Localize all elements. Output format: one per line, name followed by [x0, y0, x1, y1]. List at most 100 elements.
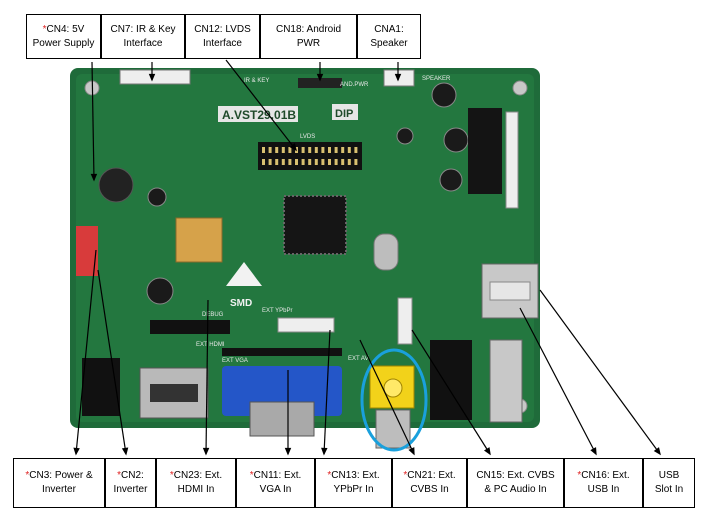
capacitor	[147, 187, 167, 207]
cvbs-header	[397, 297, 413, 345]
lvds-pin	[308, 159, 312, 165]
lvds-pin	[354, 159, 358, 165]
required-star: *	[42, 23, 47, 35]
label-cn11: *CN11: Ext. VGA In	[236, 458, 315, 508]
usb-port-lower	[489, 339, 523, 423]
pointer-line	[539, 289, 661, 455]
lvds-pin	[347, 159, 351, 165]
lvds-pin	[354, 147, 358, 153]
lvds-pin	[301, 159, 305, 165]
silk-ir-key: IR & KEY	[244, 78, 269, 84]
lvds-pin	[262, 159, 265, 165]
lvds-pin	[328, 147, 331, 153]
capacitor	[98, 167, 134, 203]
inductor-block	[175, 217, 223, 263]
vga-shell	[249, 401, 315, 437]
lvds-pin	[347, 147, 351, 153]
arrowhead	[73, 447, 80, 456]
lvds-pin	[328, 159, 331, 165]
label-cn13: *CN13: Ext. YPbPr In	[315, 458, 392, 508]
model-label: A.VST29.01B	[222, 108, 296, 122]
silk-ext-vga: EXT VGA	[222, 358, 248, 364]
lvds-pin	[281, 159, 285, 165]
label-cn3: *CN3: Power & Inverter	[13, 458, 105, 508]
silk-andpwr: AND.PWR	[340, 82, 369, 88]
usb-socket	[489, 281, 531, 301]
ir-key-connector	[119, 69, 191, 85]
lvds-pin	[275, 159, 279, 165]
pointer-line	[75, 249, 97, 455]
pointer-line	[205, 299, 209, 455]
label-cn15: CN15: Ext. CVBS & PC Audio In	[467, 458, 564, 508]
lvds-pin	[341, 159, 345, 165]
regulator-ic	[468, 108, 502, 194]
label-cn2: *CN2: Inverter	[105, 458, 156, 508]
arrowhead	[316, 73, 324, 82]
lvds-header	[258, 142, 362, 170]
pointer-lines	[73, 59, 661, 456]
pointer-line	[411, 329, 491, 455]
pointer-line	[359, 339, 415, 455]
lvds-pin	[268, 159, 272, 165]
lvds-pin	[275, 147, 279, 153]
lvds-pin	[268, 147, 272, 153]
audio-jack	[430, 340, 472, 420]
label-cn12: CN12: LVDS Interface	[185, 14, 260, 59]
lvds-pin	[281, 147, 285, 153]
lvds-pin	[288, 159, 292, 165]
silk-speaker: SPEAKER	[422, 76, 451, 82]
main-chip	[283, 195, 347, 255]
smd-arrow	[226, 262, 262, 286]
pin-row	[222, 348, 342, 356]
arrowhead	[202, 447, 210, 456]
ypbpr-header	[277, 317, 335, 333]
pointer-line	[519, 307, 597, 455]
arrowhead	[90, 173, 98, 182]
lvds-pin	[341, 147, 345, 153]
rca-body	[375, 409, 411, 449]
lvds-pin	[314, 159, 318, 165]
lvds-pin	[314, 147, 318, 153]
capacitor	[439, 168, 463, 192]
arrowhead	[321, 447, 328, 456]
dc-jack	[82, 358, 120, 416]
andpwr-connector	[298, 78, 342, 88]
side-header	[505, 111, 519, 209]
label-cna1: CNA1: Speaker	[357, 14, 421, 59]
arrowhead	[590, 447, 597, 456]
arrowhead	[483, 447, 491, 456]
lvds-pin	[321, 159, 325, 165]
lvds-pin	[262, 147, 265, 153]
lvds-pin	[308, 147, 312, 153]
lvds-pin	[334, 147, 338, 153]
arrowhead	[148, 73, 156, 82]
silk-debug: DEBUG	[202, 312, 224, 318]
arrowhead	[408, 447, 415, 456]
label-cn16: *CN16: Ext. USB In	[564, 458, 643, 508]
hdmi-socket	[150, 384, 198, 402]
arrowhead	[394, 73, 402, 82]
lvds-pin	[288, 147, 292, 153]
model-label-bg	[218, 106, 298, 122]
capacitor	[431, 82, 457, 108]
arrowhead	[653, 447, 661, 456]
capacitor	[396, 127, 414, 145]
capacitor	[443, 127, 469, 153]
power-connector	[76, 226, 98, 276]
crystal	[373, 233, 399, 271]
silk-ext-av: EXT AV	[348, 356, 368, 362]
label-cn23: *CN23: Ext. HDMI In	[156, 458, 236, 508]
pointer-line	[323, 329, 331, 455]
smd-label: SMD	[230, 298, 252, 309]
highlight-ring	[360, 348, 428, 452]
pointer-line	[225, 59, 297, 151]
lvds-pin	[334, 159, 338, 165]
capacitor	[146, 277, 174, 305]
lvds-pin	[295, 159, 298, 165]
arrowhead	[289, 143, 297, 152]
lvds-pin	[301, 147, 305, 153]
silk-ext-hdmi: EXT HDMI	[196, 342, 225, 348]
silk-ext-ypbpr: EXT YPbPr	[262, 308, 292, 314]
arrowhead	[121, 447, 129, 456]
